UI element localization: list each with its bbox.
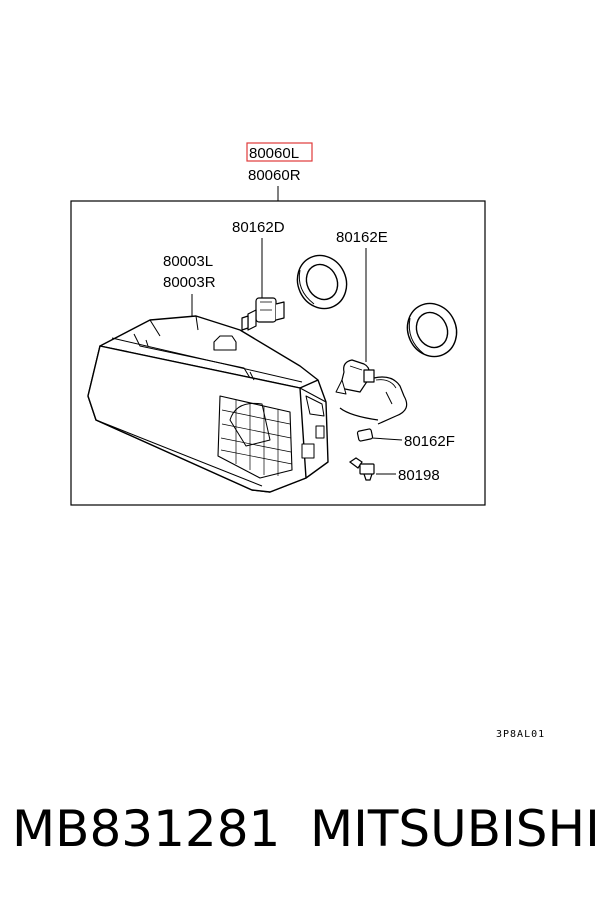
assembly-frame: [70, 200, 486, 506]
footer: MB831281 MITSUBISHI: [0, 800, 600, 880]
label-80162D[interactable]: 80162D: [232, 219, 285, 236]
screw-80198: [348, 457, 375, 481]
highlight-box: [246, 142, 313, 162]
drawing-code: 3P8AL01: [496, 729, 545, 740]
seal-80162E: [296, 254, 458, 358]
label-80060L[interactable]: 80060L: [249, 145, 299, 162]
label-80162E[interactable]: 80162E: [336, 229, 388, 246]
label-80003R[interactable]: 80003R: [163, 274, 216, 291]
brand-name: MITSUBISHI: [310, 800, 600, 858]
label-80198[interactable]: 80198: [398, 467, 440, 484]
bulb-80162D: [241, 297, 285, 331]
part-number: MB831281: [12, 800, 281, 858]
label-80060R[interactable]: 80060R: [248, 167, 301, 184]
headlamp-housing: [87, 315, 329, 493]
label-80162F[interactable]: 80162F: [404, 433, 455, 450]
label-80003L[interactable]: 80003L: [163, 253, 213, 270]
socket-80162F: [335, 359, 408, 442]
